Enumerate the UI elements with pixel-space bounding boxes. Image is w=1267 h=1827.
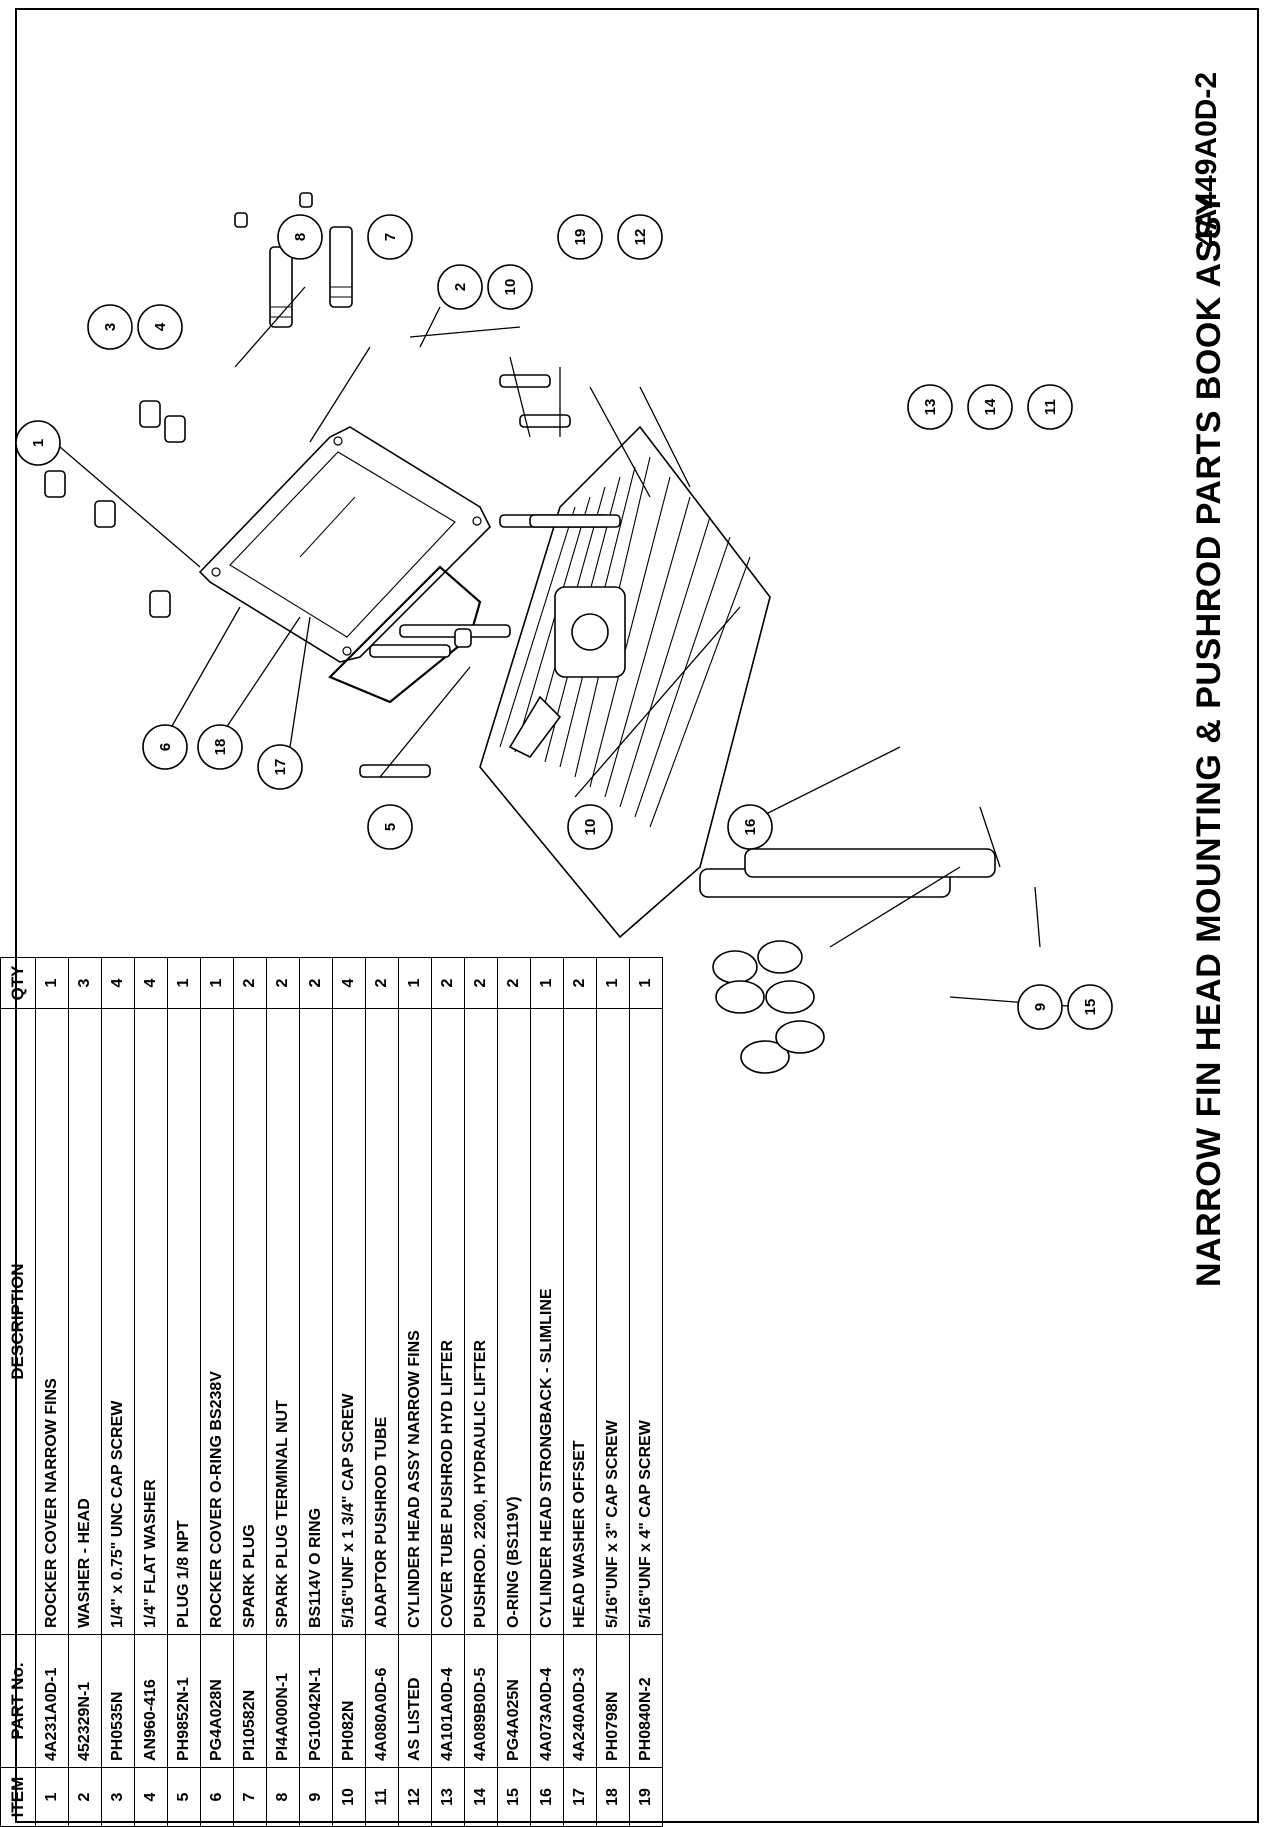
callout-8: 8 <box>277 214 323 260</box>
leader-lines <box>59 286 1081 1008</box>
svg-text:12: 12 <box>632 229 649 246</box>
pushrod-tubes <box>699 848 996 984</box>
svg-text:18: 18 <box>212 739 229 756</box>
svg-text:14: 14 <box>982 398 999 415</box>
adaptor-and-o-rings <box>715 980 825 1074</box>
callout-3: 3 <box>87 304 133 350</box>
callout-6: 6 <box>142 724 188 770</box>
callout-10-bottom: 10 <box>567 804 613 850</box>
svg-text:6: 6 <box>157 743 174 751</box>
svg-text:11: 11 <box>1042 399 1059 415</box>
callout-5: 5 <box>367 804 413 850</box>
plug <box>454 628 472 648</box>
svg-text:4: 4 <box>152 322 169 331</box>
callout-11: 11 <box>1027 384 1073 430</box>
svg-text:19: 19 <box>572 229 589 246</box>
callout-4: 4 <box>137 304 183 350</box>
callout-15: 15 <box>1067 984 1113 1030</box>
svg-text:15: 15 <box>1082 999 1099 1016</box>
drawing-number: 4A449A0D-2 <box>1190 71 1223 247</box>
svg-text:10: 10 <box>582 819 599 836</box>
callout-17: 17 <box>257 744 303 790</box>
svg-text:1: 1 <box>30 439 47 447</box>
svg-text:3: 3 <box>102 323 119 331</box>
callout-12: 12 <box>617 214 663 260</box>
cylinder-head <box>479 425 771 939</box>
drawing-frame <box>15 8 1259 1823</box>
strongback <box>508 695 562 759</box>
svg-text:8: 8 <box>292 233 309 241</box>
callout-14: 14 <box>967 384 1013 430</box>
rocker-cover <box>198 426 491 663</box>
callout-2: 2 <box>437 264 483 310</box>
svg-text:2: 2 <box>452 283 469 291</box>
spark-plugs <box>234 192 353 328</box>
svg-text:16: 16 <box>742 819 759 836</box>
cover-cap-screws <box>44 400 186 618</box>
callout-19: 19 <box>557 214 603 260</box>
callout-7: 7 <box>367 214 413 260</box>
drawing-title: NARROW FIN HEAD MOUNTING & PUSHROD PARTS… <box>1190 192 1228 1287</box>
callout-18: 18 <box>197 724 243 770</box>
svg-text:13: 13 <box>922 399 939 416</box>
svg-text:10: 10 <box>502 279 519 296</box>
svg-text:9: 9 <box>1032 1003 1049 1011</box>
exploded-view-diagram: 1 2 3 4 5 6 7 8 9 10 10 11 12 13 14 15 1… <box>15 192 1113 1074</box>
rocker-cover-o-ring <box>328 565 482 704</box>
svg-text:7: 7 <box>382 233 399 241</box>
callouts: 1 2 3 4 5 6 7 8 9 10 10 11 12 13 14 15 1… <box>15 214 1113 1030</box>
callout-10-top: 10 <box>487 264 533 310</box>
callout-1: 1 <box>15 420 61 466</box>
svg-text:17: 17 <box>272 759 289 776</box>
callout-9: 9 <box>1017 984 1063 1030</box>
callout-16: 16 <box>727 804 773 850</box>
callout-13: 13 <box>907 384 953 430</box>
svg-text:5: 5 <box>382 823 399 831</box>
